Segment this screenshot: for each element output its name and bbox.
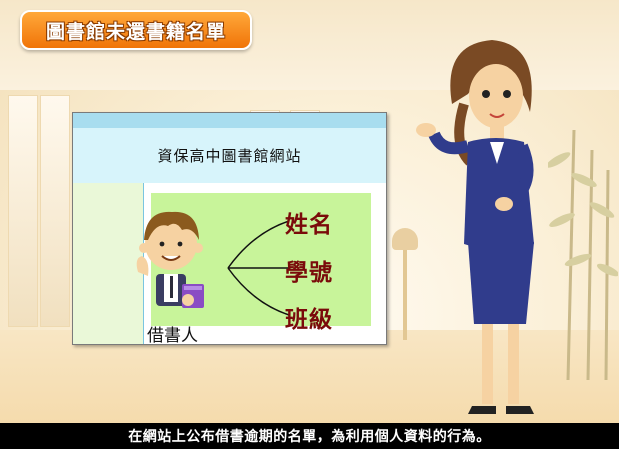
field-class: 班級 bbox=[285, 307, 333, 333]
field-student-id: 學號 bbox=[285, 260, 333, 286]
title-banner: 圖書館未還書籍名單 bbox=[20, 10, 252, 50]
bamboo-plant-icon bbox=[548, 129, 618, 380]
connector-lines bbox=[227, 220, 290, 316]
field-name: 姓名 bbox=[285, 212, 333, 238]
window-background bbox=[40, 95, 70, 327]
website-header: 資保高中圖書館網站 bbox=[73, 128, 386, 183]
borrower-label: 借書人 bbox=[147, 326, 198, 346]
window-background bbox=[8, 95, 38, 327]
subtitle-text: 在網站上公布借書逾期的名單，為利用個人資料的行為。 bbox=[128, 429, 491, 445]
student-character-icon bbox=[136, 211, 204, 308]
lamp-pole bbox=[403, 250, 407, 340]
website-sidebar bbox=[73, 183, 143, 344]
lamp-icon bbox=[392, 228, 418, 250]
browser-bar bbox=[73, 113, 386, 128]
page-title: 圖書館未還書籍名單 bbox=[45, 20, 226, 43]
website-name: 資保高中圖書館網站 bbox=[157, 147, 302, 165]
teacher-character-icon bbox=[416, 40, 534, 414]
website-panel: 資保高中圖書館網站 姓名 學號 班級 借書人 bbox=[72, 112, 387, 346]
subtitle-bar: 在網站上公布借書逾期的名單，為利用個人資料的行為。 bbox=[0, 423, 619, 449]
